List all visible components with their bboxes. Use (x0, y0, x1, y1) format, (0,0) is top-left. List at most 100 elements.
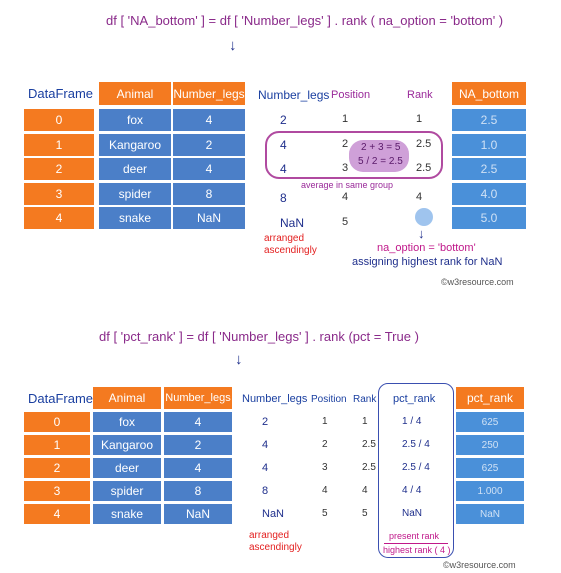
animal-cell: Kangaroo (99, 133, 171, 156)
sorted-legs-value: NaN (280, 216, 305, 230)
calc-line-1: 2 + 3 = 5 (361, 142, 401, 153)
sorted-legs-value: 8 (262, 485, 269, 497)
arranged-note-2: ascendingly (264, 245, 317, 256)
index-cell: 2 (24, 458, 90, 478)
number-legs-cell: NaN (173, 207, 245, 229)
index-cell: 1 (24, 435, 90, 455)
sorted-legs-value: 4 (280, 137, 287, 152)
number-legs-cell: 4 (164, 412, 232, 432)
pct-calc-value: 4 / 4 (402, 485, 422, 496)
rank-header-2: Rank (353, 394, 377, 405)
fraction-divider (384, 543, 448, 544)
group-note: average in same group (301, 180, 394, 190)
animal-cell: snake (99, 207, 171, 229)
position-value: 3 (322, 462, 328, 473)
sorted-legs-header: Number_legs (258, 88, 330, 102)
na-bottom-cell: 2.5 (452, 158, 526, 180)
pct-calc-value: 2.5 / 4 (402, 439, 430, 450)
rank-value: 4 (416, 190, 423, 203)
number-legs-cell: 4 (164, 458, 232, 478)
index-cell: 3 (24, 481, 90, 501)
down-arrow-icon: ↓ (229, 37, 237, 54)
index-cell: 1 (24, 133, 94, 156)
na-bottom-header: NA_bottom (452, 82, 526, 105)
highest-rank-note: highest rank ( 4 ) (383, 545, 451, 555)
rank-header: Rank (407, 89, 433, 101)
number-legs-header-2: Number_legs (164, 387, 232, 409)
number-legs-cell: 8 (164, 481, 232, 501)
arranged-note-3: arranged (249, 530, 290, 541)
animal-header-2: Animal (93, 387, 161, 409)
pct-rank-calc-header: pct_rank (393, 393, 436, 405)
animal-cell: fox (99, 109, 171, 131)
animal-cell: snake (93, 504, 161, 524)
watermark-2: ©w3resource.com (443, 560, 516, 570)
animal-header: Animal (99, 82, 171, 105)
index-cell: 0 (24, 109, 94, 131)
na-option-explanation: assigning highest rank for NaN (352, 256, 503, 268)
pct-calc-value: NaN (402, 508, 423, 519)
position-header: Position (331, 89, 371, 101)
sorted-legs-value: 8 (280, 190, 287, 205)
sorted-legs-value: NaN (262, 508, 285, 520)
index-cell: 4 (24, 207, 94, 229)
number-legs-cell: 4 (173, 158, 245, 180)
present-rank-note: present rank (389, 531, 440, 541)
animal-cell: deer (93, 458, 161, 478)
number-legs-header: Number_legs (173, 82, 245, 105)
position-header-2: Position (311, 394, 347, 405)
index-cell: 4 (24, 504, 90, 524)
position-value: 5 (322, 508, 328, 519)
na-bottom-cell: 4.0 (452, 182, 526, 205)
sorted-legs-value: 2 (280, 113, 287, 127)
number-legs-cell: 8 (173, 182, 245, 205)
rank-value: 4 (362, 485, 368, 496)
animal-cell: Kangaroo (93, 435, 161, 455)
rank-value: 1 (416, 113, 423, 125)
pct-rank-cell: 625 (456, 458, 524, 478)
animal-cell: spider (93, 481, 161, 501)
dataframe-label-2: DataFrame (28, 391, 94, 406)
na-bottom-cell: 5.0 (452, 207, 526, 229)
index-cell: 0 (24, 412, 90, 432)
code-line-pct-rank: df [ 'pct_rank' ] = df [ 'Number_legs' ]… (99, 329, 419, 344)
position-value: 4 (322, 485, 328, 496)
group-oval (265, 131, 443, 179)
arranged-note-1: arranged (264, 233, 305, 244)
rank-value: 2.5 (362, 462, 376, 473)
code-line-na-bottom: df [ 'NA_bottom' ] = df [ 'Number_legs' … (106, 13, 504, 28)
sorted-legs-value: 4 (280, 162, 287, 176)
animal-cell: spider (99, 182, 171, 205)
na-bottom-cell: 2.5 (452, 109, 526, 131)
position-value: 2 (322, 439, 328, 450)
na-option-note: na_option = 'bottom' (377, 242, 476, 254)
number-legs-cell: 2 (173, 133, 245, 156)
pct-rank-cell: 625 (456, 412, 524, 432)
rank-value: 2.5 (416, 162, 432, 174)
number-legs-cell: 4 (173, 109, 245, 131)
position-value: 1 (342, 113, 349, 125)
animal-cell: fox (93, 412, 161, 432)
pct-rank-box (378, 383, 454, 558)
dataframe-label: DataFrame (28, 86, 94, 101)
rank-value: 2.5 (416, 137, 432, 150)
pct-rank-header: pct_rank (456, 387, 524, 409)
pct-calc-value: 2.5 / 4 (402, 462, 430, 473)
down-arrow-icon-3: ↓ (235, 351, 243, 368)
animal-cell: deer (99, 158, 171, 180)
na-bottom-cell: 1.0 (452, 133, 526, 156)
position-value: 3 (342, 162, 349, 174)
number-legs-cell: 2 (164, 435, 232, 455)
down-arrow-icon-2: ↓ (418, 226, 425, 241)
rank-value: 2.5 (362, 439, 376, 450)
calc-line-2: 5 / 2 = 2.5 (358, 156, 403, 167)
rank-value: 5 (362, 508, 368, 519)
position-value: 5 (342, 216, 349, 228)
watermark-1: ©w3resource.com (441, 277, 514, 287)
pct-calc-value: 1 / 4 (402, 416, 422, 427)
nan-rank-circle (415, 208, 433, 226)
sorted-legs-value: 4 (262, 439, 269, 451)
index-cell: 2 (24, 158, 94, 180)
number-legs-cell: NaN (164, 504, 232, 524)
position-value: 4 (342, 190, 349, 203)
